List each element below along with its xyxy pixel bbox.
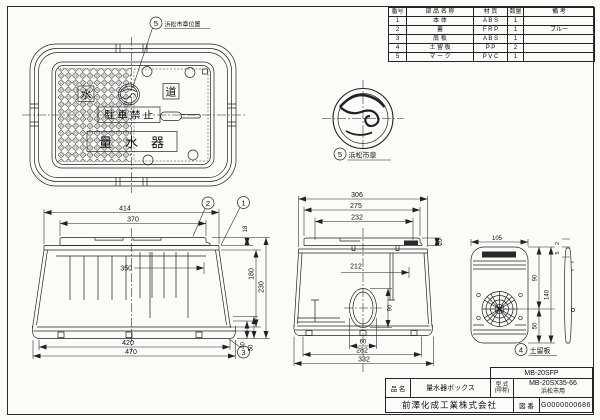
drawing-no-label: 図 番 (513, 397, 540, 413)
part-qty: 1 (508, 53, 524, 61)
callout-5-circle (149, 16, 163, 30)
part-name: 蓋 (407, 26, 474, 34)
callout-1-number: 1 (241, 198, 245, 207)
part-qty: 1 (508, 26, 524, 34)
model-number: MB-20SX35-66 浜松市用 (513, 378, 593, 398)
company-name: 前澤化成工業株式会社 (385, 397, 514, 413)
part-note (524, 17, 594, 25)
part-note: ブルー (549, 27, 568, 33)
part-material: A B S (474, 35, 508, 43)
product-name: 量水器ボックス (410, 378, 491, 398)
dim-470: 470 (125, 349, 137, 356)
callout-3-number: 3 (241, 348, 245, 357)
part-no: 4 (389, 44, 407, 52)
part-no: 5 (389, 53, 407, 61)
lid-text-way: 道 (166, 85, 177, 99)
dim-60: 60 (360, 340, 367, 346)
part-material: A B S (474, 17, 508, 25)
model-label: 型 式 (呼称) (490, 378, 514, 398)
table-row: 1 本 体 A B S 1 (389, 16, 594, 25)
plate-detail-drawing: 105 90 140 50 2 5 4 土留板 (470, 236, 575, 356)
header-name: 部 品 名 称 (407, 8, 474, 16)
part-note (524, 35, 594, 43)
part-name: 底 板 (407, 35, 474, 43)
header-qty: 数量 (508, 8, 524, 16)
dim-230: 230 (259, 281, 266, 293)
header-material: 材 質 (474, 8, 508, 16)
header-note: 備 考 (552, 9, 566, 15)
side-section-drawing: 306 275 232 20 212 90 60 282 332 (293, 192, 444, 372)
parts-table: 番号 部 品 名 称 材 質 数量 備 考 1 本 体 A B S 1 2 蓋 … (388, 7, 595, 62)
emblem-wave-icon (339, 93, 386, 136)
dim-370: 370 (127, 217, 139, 224)
dim-50: 50 (249, 344, 255, 351)
dim-90-plate: 90 (533, 274, 539, 281)
parts-table-header: 番号 部 品 名 称 材 質 数量 備 考 (389, 8, 594, 16)
plate-knockout (481, 291, 518, 327)
part-name: 本 体 (407, 17, 474, 25)
plate-brand-strip (482, 251, 516, 258)
dim-140: 140 (545, 289, 551, 300)
callout-4-number: 4 (519, 345, 523, 354)
table-row: 4 土 留 板 P P 2 (389, 43, 594, 52)
part-no: 3 (389, 35, 407, 43)
lid-text-water: 水 (81, 88, 92, 101)
part-name: マ ー ク (407, 53, 474, 61)
plate-side-view: 2 5 (555, 238, 575, 344)
dim-50-plate: 50 (533, 322, 539, 329)
table-row: 5 マ ー ク P V C 1 (389, 52, 594, 61)
callout-5-label: 浜松市章位置 (165, 21, 201, 29)
dim-232: 232 (351, 215, 363, 222)
part-no: 2 (389, 26, 407, 34)
table-row: 3 底 板 A B S 1 (389, 34, 594, 43)
header-no: 番号 (389, 8, 407, 16)
part-material: P V C (474, 53, 508, 61)
dim-414: 414 (119, 206, 131, 213)
table-row: 2 蓋 F R P 1 ブルー (389, 25, 594, 34)
dim-306: 306 (351, 192, 363, 199)
dim-275: 275 (350, 203, 362, 210)
sheet-border (7, 6, 594, 415)
part-qty: 1 (508, 17, 524, 25)
dim-105: 105 (492, 236, 503, 242)
front-section-drawing: 414 370 350 18 180 230 40 50 420 470 2 1 (32, 196, 270, 359)
emblem-callout-label: 浜松市章 (349, 151, 377, 160)
lid-text-meter: 量水器 (99, 135, 177, 150)
model-label-line2: (呼称) (494, 388, 510, 394)
lid-handle-slot (160, 111, 201, 121)
part-qty: 1 (508, 35, 524, 43)
dim-20: 20 (438, 238, 444, 245)
dim-40: 40 (241, 342, 247, 349)
model-city: 浜松市用 (540, 389, 565, 395)
model-label-line1: 型 式 (495, 382, 509, 388)
part-no: 1 (389, 17, 407, 25)
dim-332: 332 (358, 357, 370, 364)
dim-thick-2: 2 (555, 242, 561, 245)
dim-350: 350 (120, 266, 132, 273)
emblem-callout-number: 5 (338, 150, 342, 159)
part-note (524, 44, 594, 52)
dim-18: 18 (243, 225, 249, 232)
callout-2-number: 2 (206, 199, 210, 208)
callout-4-label: 土留板 (530, 346, 551, 355)
plan-view-drawing: 水 道 駐車禁止 量水器 5 浜松市章位置 (22, 16, 247, 193)
part-material: P P (474, 44, 508, 52)
dim-212: 212 (350, 264, 362, 271)
part-name: 土 留 板 (407, 44, 474, 52)
title-block: MB-20SFP 品 名 量水器ボックス 型 式 (呼称) MB-20SX35-… (385, 367, 593, 413)
dim-thick-5: 5 (555, 251, 561, 254)
callout-5-number: 5 (154, 19, 158, 28)
part-note (524, 53, 594, 61)
product-name-label: 品 名 (385, 378, 411, 398)
dim-90-oval: 90 (388, 304, 394, 311)
dim-282: 282 (356, 348, 368, 355)
dim-180: 180 (249, 268, 256, 280)
emblem-detail-drawing: 5 浜松市章 (322, 80, 404, 161)
lid-emblem-icon (118, 83, 140, 106)
part-material: F R P (474, 26, 508, 34)
part-qty: 2 (508, 44, 524, 52)
drawing-no: G0000000686 (539, 397, 593, 413)
dim-420: 420 (122, 340, 134, 347)
model-number-value: MB-20SX35-66 (529, 380, 577, 387)
